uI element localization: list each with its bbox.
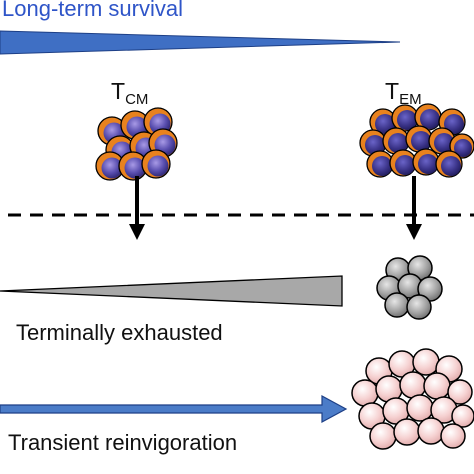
exhausted-cell-cluster — [376, 255, 443, 320]
long-term-survival-label: Long-term survival — [2, 0, 183, 21]
tem-cell-cluster — [359, 103, 474, 178]
transient-reinvigoration-label: Transient reinvigoration — [8, 430, 238, 455]
reinvigoration-arrow — [0, 394, 348, 424]
tcm-cell-cluster — [95, 107, 178, 181]
tem-label: TEM — [385, 78, 422, 108]
exhausted-wedge — [0, 275, 343, 307]
tcm-label: TCM — [111, 78, 149, 108]
reinvigorated-cell-cluster — [351, 348, 474, 450]
terminally-exhausted-label: Terminally exhausted — [16, 320, 223, 345]
survival-wedge — [0, 30, 401, 55]
